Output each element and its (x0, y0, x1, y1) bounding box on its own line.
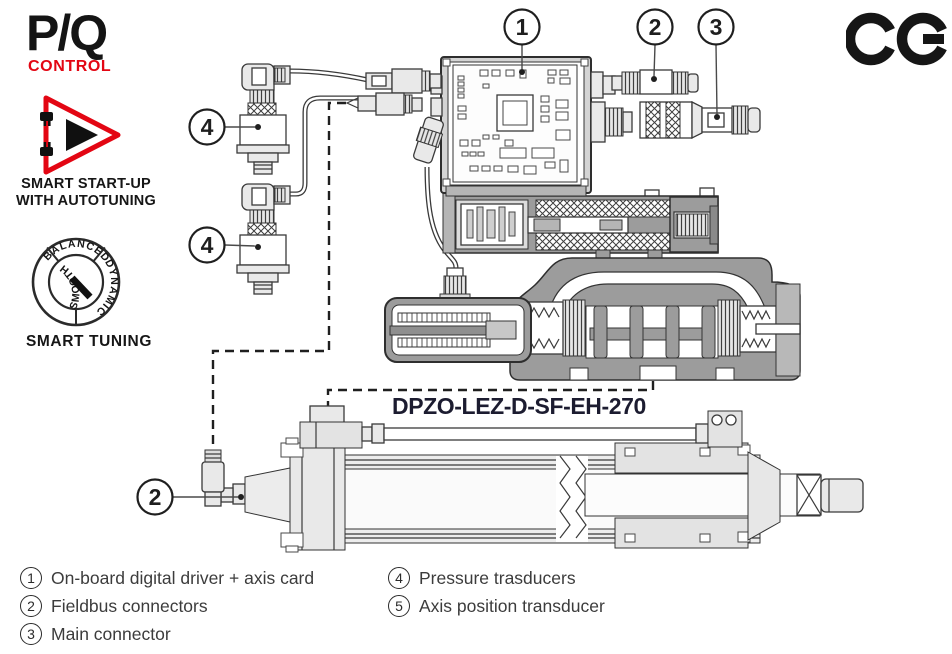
legend-num-2: 2 (20, 595, 42, 617)
model-label-dashed-line (326, 381, 655, 414)
fieldbus-dashed-line (211, 101, 346, 450)
svg-text:2: 2 (649, 14, 662, 40)
svg-text:1: 1 (516, 14, 529, 40)
svg-text:2: 2 (149, 484, 162, 510)
model-code-label: DPZO-LEZ-D-SF-EH-270 (392, 393, 646, 419)
legend-item-1: 1 On-board digital driver + axis card (20, 567, 314, 589)
callouts: 1 2 3 4 4 2 (136, 8, 735, 516)
pq-logo-title: P/Q (26, 5, 106, 61)
dashed-connection-lines (211, 101, 655, 450)
legend-column-1: 1 On-board digital driver + axis card 2 … (20, 567, 314, 651)
fieldbus-connector (611, 69, 699, 95)
plug-icon (40, 112, 53, 156)
corner-screws (442, 58, 589, 187)
ce-letter-c (846, 12, 898, 66)
svg-text:4: 4 (201, 114, 214, 140)
cable-break-mark (345, 97, 359, 109)
barrel-break (556, 456, 588, 542)
dial-dividers (46, 246, 106, 325)
legend-item-4: 4 Pressure trasducers (388, 567, 605, 589)
drain-pipe (383, 427, 697, 441)
legend-item-3: 3 Main connector (20, 623, 314, 645)
pcb-components (457, 69, 571, 175)
callout-4b: 4 (188, 226, 226, 264)
head-bolts (624, 444, 751, 543)
smart-tuning-caption: SMART TUNING (25, 333, 153, 350)
legend-num-1: 1 (20, 567, 42, 589)
spool-stem (589, 327, 715, 341)
smart-tuning-dial: BALANCED DYNAMIC SMOOTH (31, 237, 121, 327)
legend-label-1: On-board digital driver + axis card (51, 567, 315, 588)
legend-label-5: Axis position transducer (419, 595, 605, 616)
cable-plugs (345, 68, 442, 116)
legend-label-3: Main connector (51, 623, 171, 644)
smart-startup-caption: SMART START-UP WITH AUTOTUNING (0, 176, 172, 210)
hydraulic-cylinder (201, 405, 864, 553)
legend-label-4: Pressure trasducers (419, 567, 576, 588)
ce-mark: CE (846, 12, 950, 66)
spool-lands (593, 305, 716, 359)
callout-4a: 4 (188, 108, 226, 146)
spool-position-transducer (384, 267, 532, 363)
svg-text:3: 3 (710, 14, 723, 40)
callout-3: 3 (697, 8, 735, 46)
callout-2-cylinder: 2 (136, 478, 174, 516)
digital-driver (413, 56, 633, 197)
play-icon (66, 119, 98, 151)
callout-2: 2 (636, 8, 674, 46)
legend-label-2: Fieldbus connectors (51, 595, 208, 616)
legend-item-2: 2 Fieldbus connectors (20, 595, 314, 617)
solenoid-coil-lower (535, 232, 671, 251)
main-valve (509, 257, 801, 381)
pq-control-logo: P/Q CONTROL (26, 5, 111, 75)
cpu-chip (496, 94, 534, 132)
svg-text:4: 4 (201, 232, 214, 258)
legend-item-5: 5 Axis position transducer (388, 595, 605, 617)
pilot-armature-plates (466, 206, 516, 242)
pressure-transducer-2 (236, 183, 291, 295)
valve-assembly-diagram: 1 2 3 4 4 2 (136, 8, 864, 553)
smart-startup-icon (40, 95, 121, 175)
smart-startup-line1: SMART START-UP (21, 176, 151, 192)
legend-num-4: 4 (388, 567, 410, 589)
pressure-transducer-1 (236, 63, 291, 175)
tie-rod-nuts (280, 437, 304, 553)
callout-1: 1 (503, 8, 541, 46)
solenoid-coil-upper (535, 199, 671, 218)
dial-needle (69, 275, 93, 300)
axis-position-transducer (201, 449, 291, 523)
smart-startup-line2: WITH AUTOTUNING (16, 193, 156, 209)
pq-logo-subtitle: CONTROL (28, 58, 111, 75)
pilot-spring (675, 213, 709, 237)
ce-letter-e-arc (896, 12, 950, 66)
legend-num-5: 5 (388, 595, 410, 617)
rear-end-cap (289, 442, 346, 551)
bottom-ports (569, 365, 735, 381)
legend-column-2: 4 Pressure trasducers 5 Axis position tr… (388, 567, 605, 623)
main-connector (639, 100, 761, 140)
cable-gland (413, 116, 444, 164)
right-centering-spring (741, 309, 771, 349)
piston-rod (584, 473, 821, 517)
legend-num-3: 3 (20, 623, 42, 645)
